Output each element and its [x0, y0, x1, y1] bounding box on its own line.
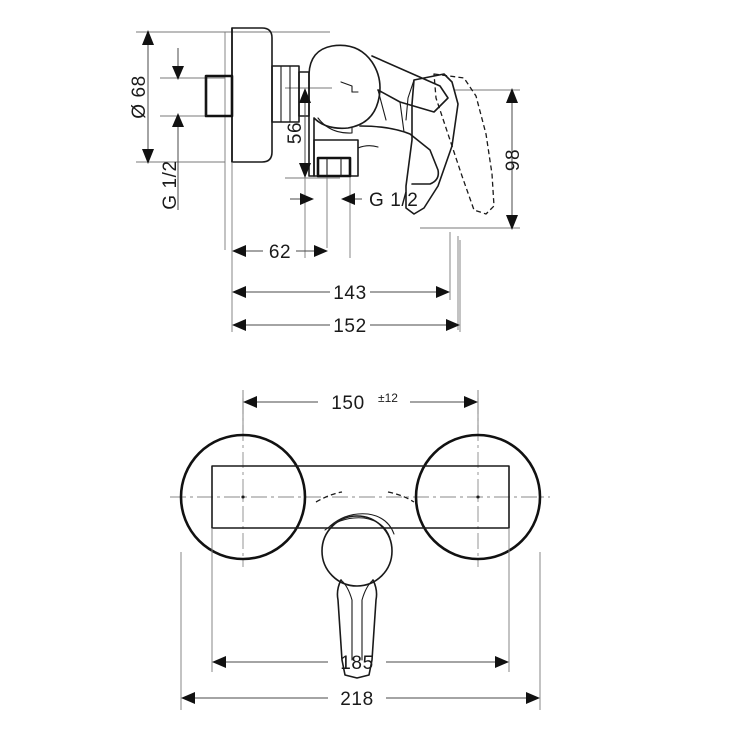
dimension-g12-bottom: G 1/2 [290, 190, 418, 211]
side-view-dim-extensions [231, 162, 461, 332]
dimension-dia68: Ø 68 [129, 30, 154, 164]
side-view-lever-open [433, 73, 495, 215]
dimension-label-150-tolerance: ±12 [378, 391, 398, 405]
dimension-98: 98 [503, 88, 524, 230]
dimension-62: 62 [232, 242, 328, 263]
front-view-handle [315, 491, 415, 679]
dimension-143: 143 [232, 283, 450, 304]
front-view-escutcheons [179, 433, 542, 561]
side-view: Ø 68 G 1/2 56 98 [129, 27, 524, 337]
dimension-185: 185 [211, 528, 510, 674]
front-view-center-lines [170, 398, 550, 567]
dimension-label-143: 143 [333, 283, 367, 304]
dimension-label-150: 150 [331, 393, 365, 414]
dimension-label-218: 218 [340, 689, 374, 710]
dimension-152: 152 [232, 316, 460, 337]
side-view-extension-lines [136, 31, 520, 330]
dimension-label-185: 185 [340, 653, 374, 674]
dimension-218: 218 [180, 552, 541, 710]
side-view-lever-closed [405, 73, 459, 215]
dimension-150: 150 ±12 [242, 390, 479, 432]
front-view: 150 ±12 185 218 [170, 390, 550, 710]
dimension-label-56: 56 [285, 122, 306, 144]
dimension-label-98: 98 [503, 149, 524, 171]
dimension-g12-left: G 1/2 [160, 48, 184, 210]
side-view-escutcheon [204, 27, 273, 163]
dimension-label-152: 152 [333, 316, 367, 337]
dimension-label-g12-bottom: G 1/2 [369, 190, 418, 211]
side-view-outlet [313, 139, 379, 178]
dimension-56: 56 [285, 88, 311, 178]
dimension-label-dia68: Ø 68 [129, 75, 150, 119]
side-view-body [308, 44, 381, 177]
dimension-label-g12-left: G 1/2 [160, 160, 181, 209]
side-view-spout [359, 55, 449, 185]
dimension-label-62: 62 [269, 242, 291, 263]
